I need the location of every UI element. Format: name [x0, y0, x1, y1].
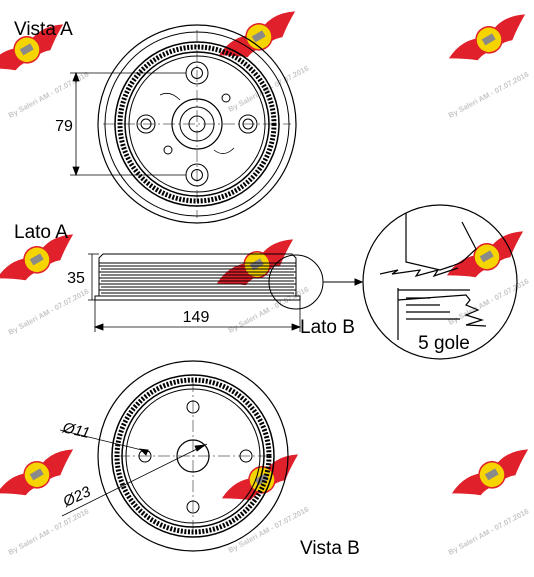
grooves-label: 5 gole: [418, 333, 470, 354]
dimension-149: [93, 300, 302, 332]
side-a-label: Lato A: [14, 222, 68, 243]
hole-23-label: Ø23: [60, 483, 94, 511]
view-a-pulley: [97, 24, 297, 224]
dimension-79-label: 79: [55, 118, 73, 135]
side-a-profile: [94, 253, 301, 301]
watermark-text: By Saleri AM - 07.07.2016: [447, 70, 530, 120]
dimension-79: [70, 71, 186, 177]
watermark-logo: [211, 230, 303, 299]
hole-11-label: Ø11: [60, 419, 91, 442]
dimension-149-label: 149: [183, 309, 210, 326]
detail-b-view: [362, 204, 518, 360]
hole-diameter-leaders: [59, 429, 208, 517]
watermark-text: By Saleri AM - 07.07.2016: [7, 287, 90, 337]
watermark-text: By Saleri AM - 07.07.2016: [7, 507, 90, 557]
dimension-35-label: 35: [67, 270, 85, 287]
side-b-label: Lato B: [300, 317, 355, 338]
watermark-logo: [446, 440, 534, 509]
watermark-text: By Saleri AM - 07.07.2016: [447, 507, 530, 557]
view-b-pulley: [97, 360, 289, 552]
dimension-35: [88, 253, 99, 301]
watermark-text: By Saleri AM - 07.07.2016: [227, 505, 310, 555]
view-b-label: Vista B: [300, 538, 360, 559]
watermark-logo: [443, 5, 534, 74]
watermark-logo: [216, 445, 308, 514]
view-a-label: Vista A: [14, 19, 73, 40]
detail-marker-b: [268, 254, 364, 310]
